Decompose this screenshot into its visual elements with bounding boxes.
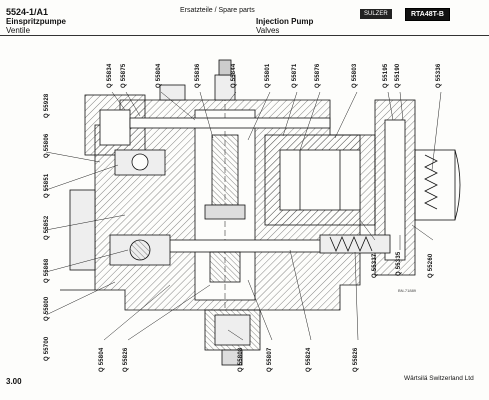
part-label: Q 55800 — [44, 296, 50, 321]
part-label: Q 55807 — [267, 347, 273, 372]
page-header: 5524-1/A1 Einspritzpumpe Ventile Ersatzt… — [0, 0, 489, 40]
part-label: Q 55190 — [395, 63, 401, 88]
company-name: Wärtsilä Switzerland Ltd — [404, 375, 474, 382]
part-label: Q 55875 — [121, 63, 127, 88]
part-label: Q 55876 — [315, 63, 321, 88]
part-label: Q 55824 — [306, 347, 312, 372]
title-english: Injection Pump — [256, 17, 314, 26]
part-label: Q 55851 — [44, 173, 50, 198]
part-label: Q 55834 — [107, 63, 113, 88]
part-label: Q 55804 — [99, 347, 105, 372]
figure-reference: BN-71889 — [398, 288, 417, 293]
model-badge: RTA48T-B — [405, 8, 450, 21]
part-label: Q 55808 — [238, 347, 244, 372]
part-label: Q 55844 — [231, 63, 237, 88]
part-label: Q 55336 — [436, 63, 442, 88]
part-label: Q 55335 — [396, 251, 402, 276]
part-label: Q 55928 — [44, 93, 50, 118]
part-label: Q 55871 — [292, 63, 298, 88]
part-label: Q 55806 — [44, 133, 50, 158]
valve-bore-left — [99, 109, 131, 146]
part-label: Q 55700 — [44, 336, 50, 361]
part-label: Q 55852 — [44, 215, 50, 240]
part-label: Q 55337 — [372, 253, 378, 278]
part-label: Q 55801 — [265, 63, 271, 88]
spring-coil — [424, 154, 438, 210]
document-number: 5524-1/A1 — [6, 7, 49, 17]
injection-pump-section-drawing — [45, 59, 461, 366]
brand-badge: SULZER — [360, 9, 392, 19]
part-label: Q 55195 — [383, 63, 389, 88]
page-number: 3.00 — [6, 377, 22, 386]
title-german: Einspritzpumpe — [6, 17, 67, 26]
part-label: Q 55826 — [123, 347, 129, 372]
subtitle-english: Valves — [256, 26, 280, 35]
part-label: Q 55804 — [156, 63, 162, 88]
upper-passage — [129, 117, 331, 129]
header-rule — [0, 35, 489, 36]
subtitle-german: Ventile — [6, 26, 31, 35]
part-label: Q 55260 — [428, 253, 434, 278]
part-label: Q 55803 — [352, 63, 358, 88]
part-label: Q 55826 — [353, 347, 359, 372]
part-label: Q 55836 — [195, 63, 201, 88]
part-label: Q 55868 — [44, 258, 50, 283]
top-fitting-2 — [159, 84, 186, 101]
spare-parts-label: Ersatzteile / Spare parts — [180, 7, 255, 14]
